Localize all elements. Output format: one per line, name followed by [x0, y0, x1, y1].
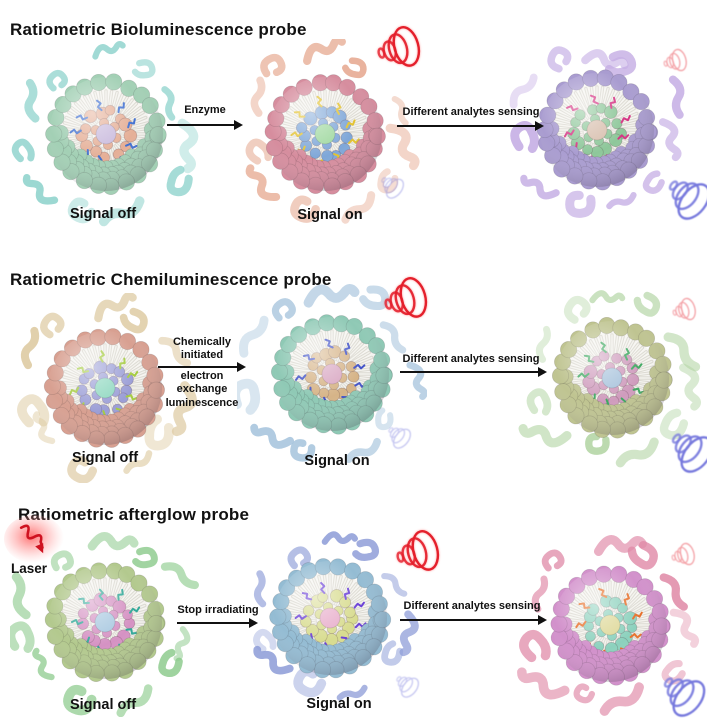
blue-luminescence-icon: [373, 411, 419, 457]
enzyme-arrow-label: Enzyme: [184, 104, 226, 116]
row-title-chemiluminescence: Ratiometric Chemiluminescence probe: [10, 270, 332, 290]
red-luminescence-icon: [351, 8, 435, 92]
laser-beam-icon: [4, 514, 66, 571]
signal-off-label: Signal off: [69, 697, 137, 713]
row-title-bioluminescence: Ratiometric Bioluminescence probe: [10, 20, 307, 40]
blue-luminescence-icon: [644, 404, 707, 488]
nanoparticle-analyte-response: [517, 283, 707, 473]
red-luminescence-icon: [358, 259, 442, 343]
analytes-arrow: [400, 366, 547, 378]
nanoparticle-signal-off: [10, 291, 200, 484]
red-luminescence-icon: [370, 512, 454, 596]
nanoparticle-signal-off: [11, 39, 201, 229]
blue-luminescence-icon: [641, 151, 707, 235]
analytes-arrow: [400, 614, 547, 626]
red-luminescence-icon: [658, 288, 704, 334]
row-title-afterglow: Ratiometric afterglow probe: [18, 505, 250, 525]
signal-off-label: Signal off: [71, 450, 139, 466]
nanoparticle-signal-on: [235, 523, 425, 713]
analytes-arrow: [397, 120, 544, 132]
analytes-arrow-label: Different analytes sensing: [402, 106, 540, 118]
signal-on-label: Signal on: [306, 696, 372, 712]
signal-on-label: Signal on: [297, 207, 363, 223]
enzyme-arrow: [167, 119, 243, 131]
nanoparticle-analyte-response: [515, 530, 705, 720]
ciel-arrow-label-top: Chemically initiated: [172, 336, 232, 362]
signal-on-label: Signal on: [304, 453, 370, 469]
blue-luminescence-icon: [636, 648, 707, 725]
laser-label: Laser: [11, 561, 48, 576]
red-luminescence-icon: [649, 39, 695, 85]
blue-luminescence-icon: [381, 660, 427, 706]
analytes-arrow-label: Different analytes sensing: [402, 353, 540, 365]
blue-luminescence-icon: [366, 161, 412, 207]
signal-off-label: Signal off: [69, 206, 137, 222]
red-luminescence-icon: [657, 533, 703, 579]
stop-irradiating-arrow: [177, 617, 258, 629]
stop-irradiating-arrow-label: Stop irradiating: [177, 604, 259, 616]
analytes-arrow-label: Different analytes sensing: [403, 600, 541, 612]
ciel-arrow: [158, 361, 246, 373]
nanoparticle-signal-on: [230, 279, 428, 469]
ciel-arrow-label-bottom: electron exchange luminescence: [165, 370, 239, 409]
nanoparticle-signal-on: [230, 36, 420, 229]
nanoparticle-signal-off: [6, 527, 200, 718]
